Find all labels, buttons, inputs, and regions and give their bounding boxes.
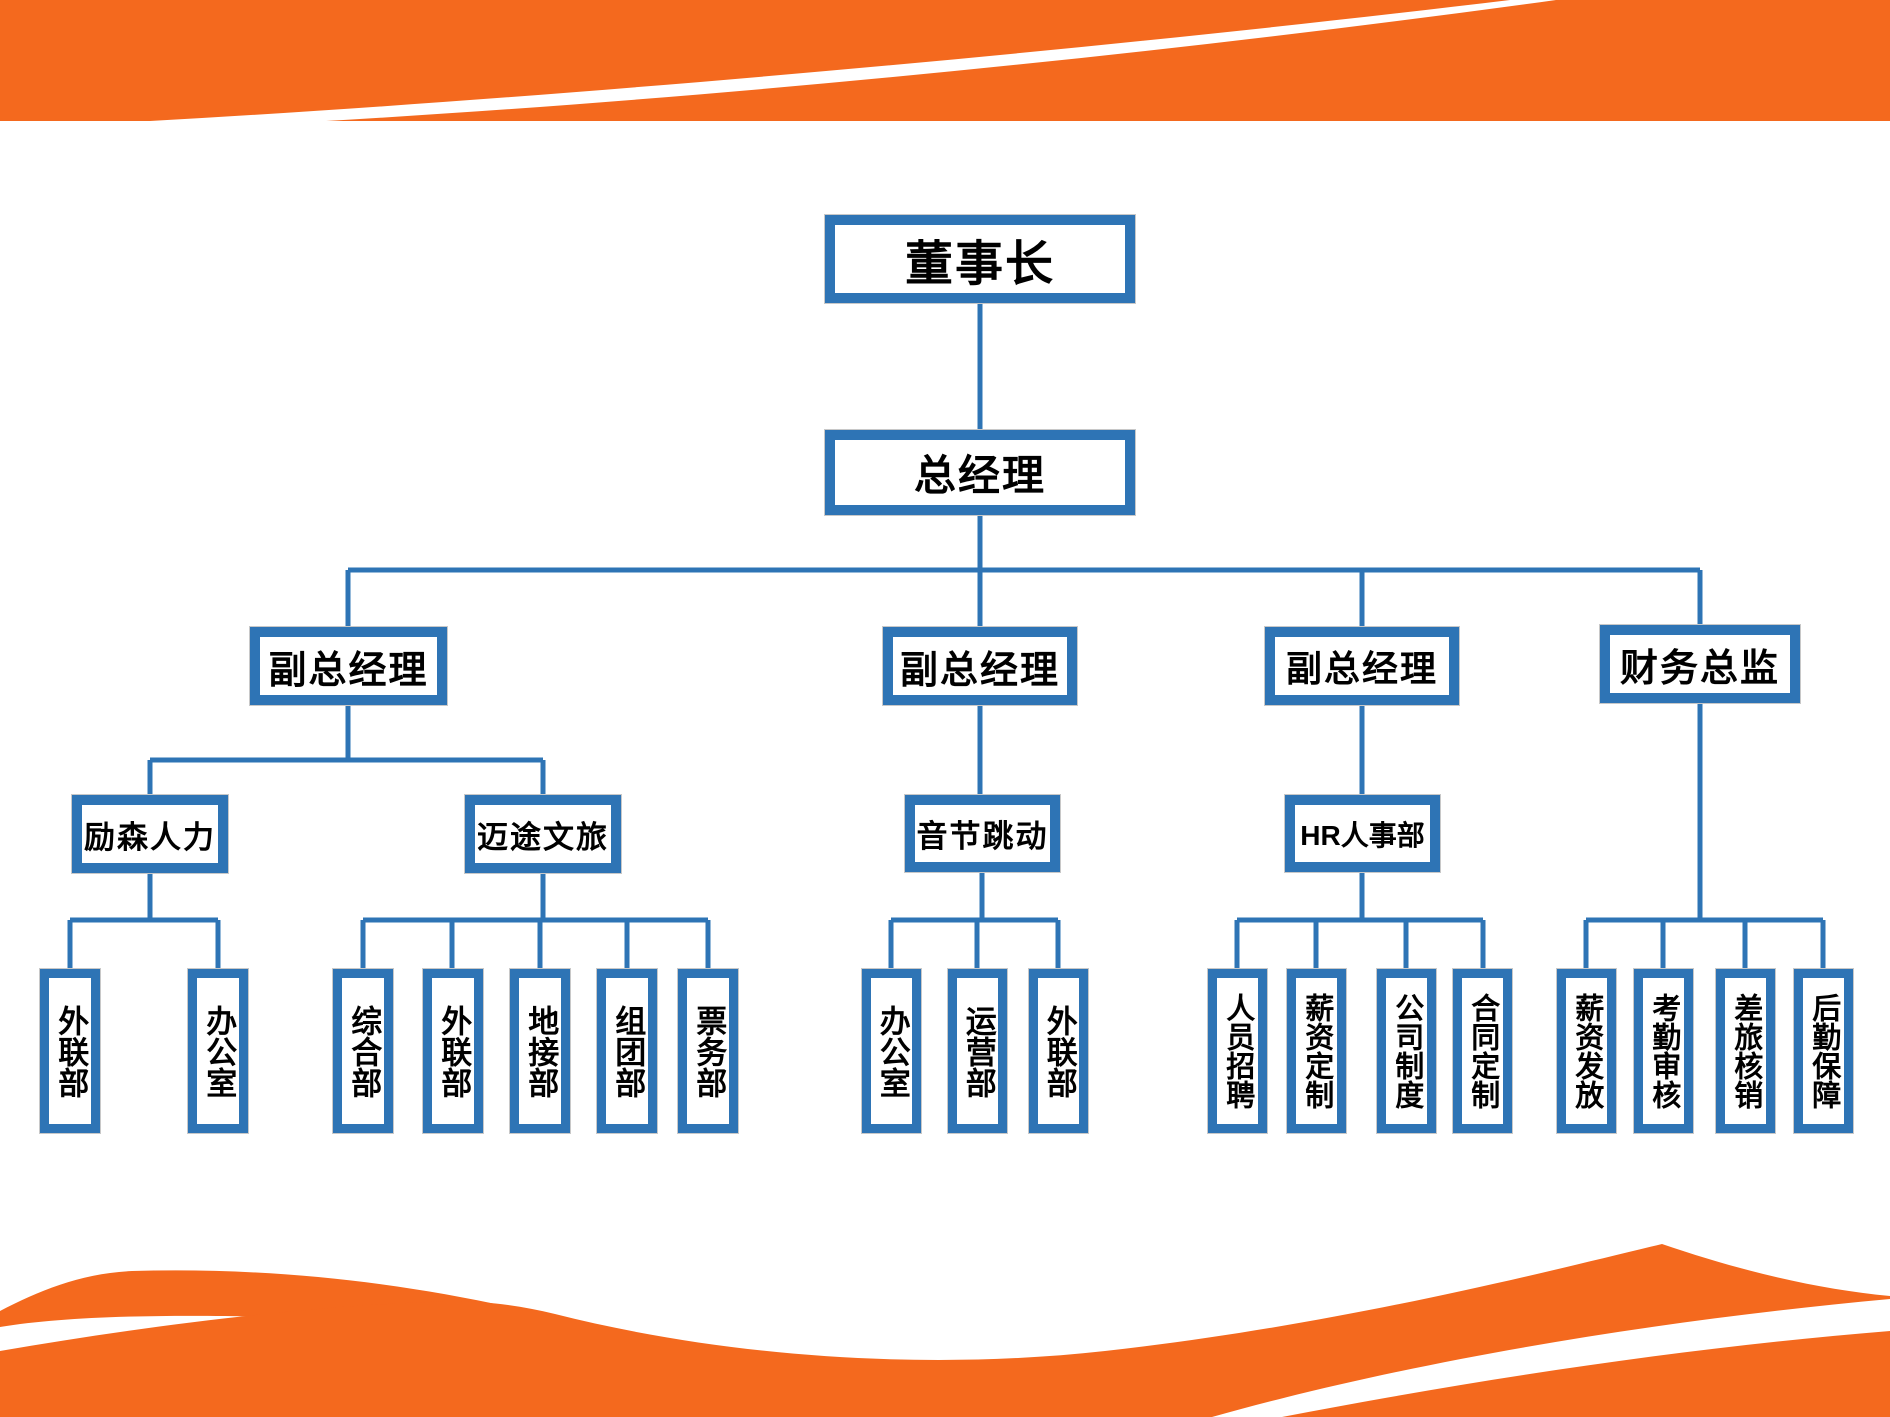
org-leaf-maitu-1: 外联部 — [423, 969, 483, 1133]
org-node-vp2: 副总经理 — [883, 627, 1077, 705]
org-leaf-maitu-4: 票务部 — [678, 969, 738, 1133]
connector-lines — [67, 303, 1826, 969]
org-leaf-hr-3: 合同定制 — [1453, 969, 1512, 1133]
org-leaf-yinjie-0: 办公室 — [862, 969, 921, 1133]
org-leaf-yinjie-1: 运营部 — [948, 969, 1007, 1133]
org-leaf-maitu-3: 组团部 — [597, 969, 657, 1133]
org-leaf-hr-2: 公司制度 — [1377, 969, 1436, 1133]
org-node-vp1: 副总经理 — [250, 627, 447, 705]
org-leaf-cfo-3: 后勤保障 — [1794, 969, 1853, 1133]
top-swoosh-decoration — [0, 0, 1890, 127]
org-leaf-hr-0: 人员招聘 — [1208, 969, 1267, 1133]
bottom-swoosh-decoration — [0, 1244, 1890, 1417]
org-node-hr: HR人事部 — [1285, 795, 1440, 872]
org-leaf-maitu-0: 综合部 — [333, 969, 393, 1133]
org-node-vp3: 副总经理 — [1265, 627, 1459, 705]
org-node-yinjie: 音节跳动 — [905, 795, 1060, 872]
org-node-general-manager: 总经理 — [825, 430, 1135, 515]
org-node-maitu: 迈途文旅 — [465, 795, 621, 873]
org-leaf-cfo-1: 考勤审核 — [1634, 969, 1693, 1133]
org-leaf-maitu-2: 地接部 — [510, 969, 570, 1133]
org-node-cfo: 财务总监 — [1600, 625, 1800, 703]
org-leaf-lisen-1: 办公室 — [188, 969, 248, 1133]
org-node-lisen: 励森人力 — [72, 795, 228, 873]
org-leaf-cfo-0: 薪资发放 — [1557, 969, 1616, 1133]
org-leaf-cfo-2: 差旅核销 — [1716, 969, 1775, 1133]
org-node-chairman: 董事长 — [825, 215, 1135, 303]
org-leaf-lisen-0: 外联部 — [40, 969, 100, 1133]
org-leaf-yinjie-2: 外联部 — [1029, 969, 1088, 1133]
org-leaf-hr-1: 薪资定制 — [1287, 969, 1346, 1133]
